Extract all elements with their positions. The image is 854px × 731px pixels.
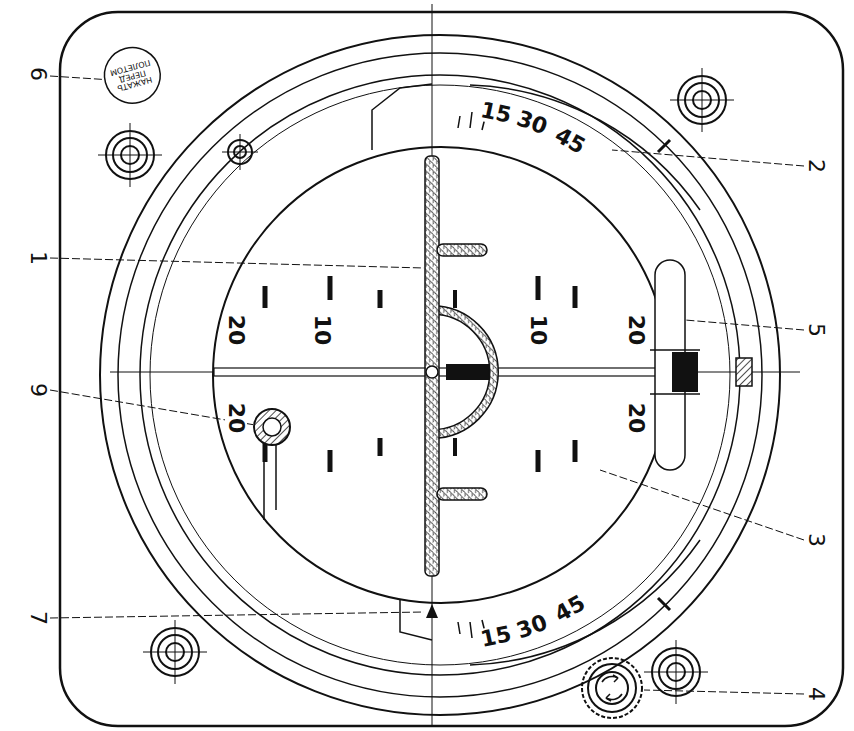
pitch-number: 20 [625,402,647,435]
callout-number: 7 [27,610,49,626]
horizon-index [446,364,492,380]
bank-scale-number: 30 [513,107,551,139]
leader-lines [50,76,804,694]
pitch-dial [213,147,669,603]
pitch-number: 20 [625,314,647,347]
bank-scale-number: 45 [550,592,589,627]
callout-number: 1 [27,250,49,266]
aircraft-symbol [425,156,494,576]
callout-number: 3 [805,532,827,548]
callout-number: 5 [805,322,827,338]
callout-number: 9 [27,382,49,398]
centre-lines [110,4,800,727]
horizon-bar [214,368,670,376]
bank-scale-number: 15 [477,623,513,651]
placard-circle: НАЖАТЬ ПЕРЕД ПОЛЕТОМ [96,39,168,111]
callout-number: 4 [805,686,827,702]
pitch-number: 20 [225,314,247,347]
placard-ring [98,41,166,109]
housing [60,12,843,726]
pitch-number: 10 [311,314,333,347]
caging-knob [582,658,642,718]
mounting-screws [98,68,734,704]
bank-scale-number: 45 [550,123,589,158]
bank-index [426,604,438,618]
slip-ball [254,409,290,520]
pitch-number: 10 [527,314,549,347]
bank-scale-number: 15 [477,99,513,127]
callout-number: 6 [27,66,49,82]
callout-number: 2 [805,158,827,174]
pitch-number: 20 [225,402,247,435]
pitch-index-slot [650,260,752,470]
bank-scale-number: 30 [513,611,551,643]
